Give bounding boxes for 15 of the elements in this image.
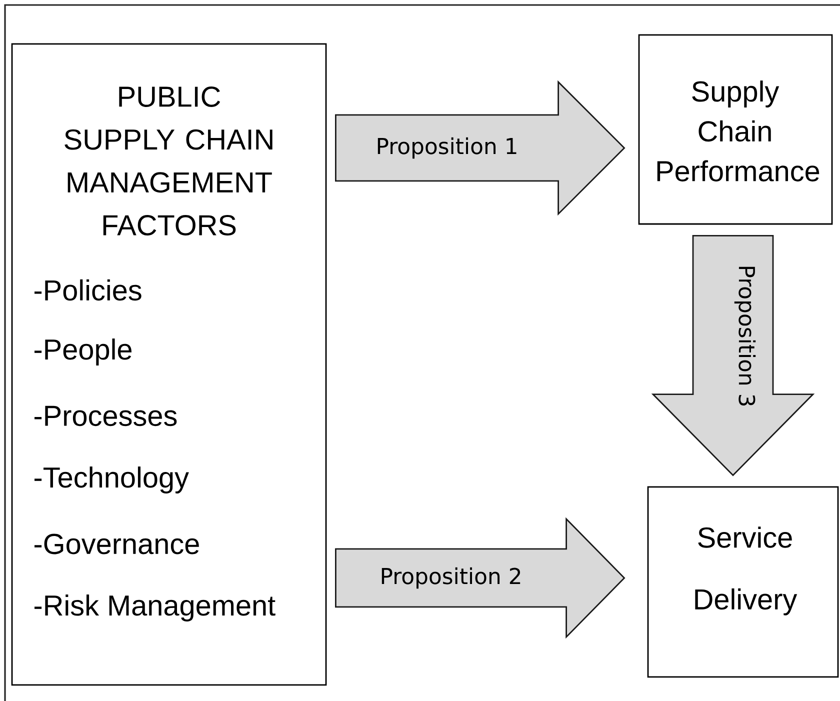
box-text: -Processes xyxy=(34,406,177,426)
box-text: -People xyxy=(34,338,132,366)
edge-label: Proposition 1 xyxy=(374,136,520,160)
box xyxy=(11,43,327,686)
box-text: -Risk Management xyxy=(34,594,276,622)
box-text: Supply Chain Performance xyxy=(657,80,820,182)
box-text: PUBLIC SUPPLY CHAIN MANAGEMENT FACTORS xyxy=(64,86,272,236)
box-text: -Governance xyxy=(34,534,199,554)
box-text: -Policies xyxy=(34,279,142,301)
box-text: Service Delivery xyxy=(695,526,798,616)
edge-label: Proposition 2 xyxy=(378,566,524,590)
edge-label: Proposition 3 xyxy=(733,264,757,408)
box xyxy=(647,486,839,678)
box-text: -Technology xyxy=(34,466,189,494)
box xyxy=(638,34,833,225)
